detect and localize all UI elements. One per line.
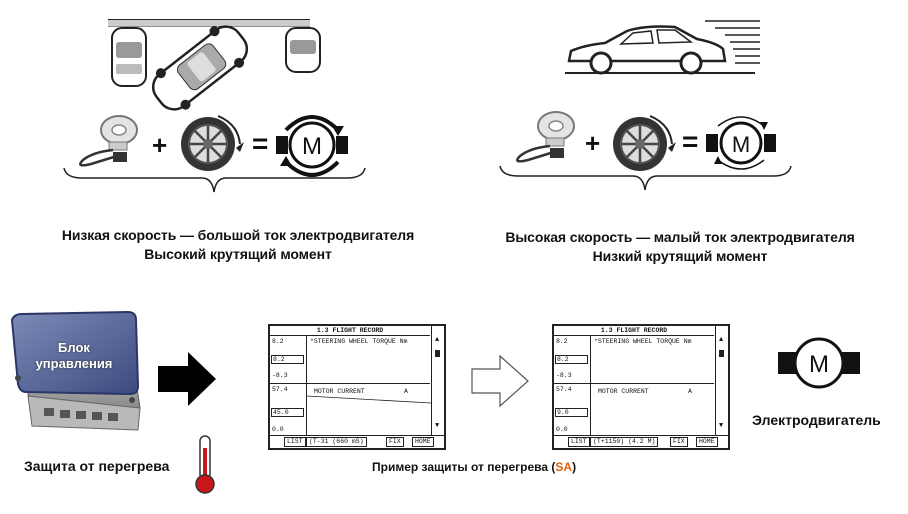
example-caption-prefix: Пример защиты от перегрева ( (372, 460, 556, 474)
brace-left (63, 167, 366, 193)
scroll-down-icon[interactable]: ▼ (435, 422, 440, 430)
ecu-unit-icon (10, 310, 141, 431)
arrow-outline-icon (471, 354, 529, 408)
brace-right (499, 165, 792, 191)
electric-motor-caption: Электродвигатель (752, 412, 881, 428)
screen2-row2-unit: A (688, 388, 692, 395)
moving-car-illustration (565, 20, 760, 75)
motor-letter-electric: M (809, 351, 829, 378)
scroll-up-icon[interactable]: ▲ (435, 336, 440, 344)
screen1-fix-button[interactable]: FIX (386, 437, 404, 447)
screen1-scrollbar[interactable]: ▲ ▼ (431, 326, 444, 436)
example-caption-highlight: SA (555, 460, 573, 474)
scroll-thumb[interactable] (719, 350, 724, 357)
motor-letter-right: M (732, 132, 750, 157)
arrow-solid-icon (158, 352, 216, 406)
caption-high-speed-line2: Низкий крутящий момент (592, 248, 768, 264)
screen1-row2-unit: A (404, 388, 408, 395)
scroll-thumb[interactable] (435, 350, 440, 357)
caption-high-speed-line1: Высокая скорость — малый ток электродвиг… (505, 229, 855, 245)
screen1-home-button[interactable]: HOME (412, 437, 434, 447)
motor-icon-electric: M (778, 337, 860, 389)
ecu-label-line2: управления (35, 356, 113, 371)
screen2-fix-button[interactable]: FIX (670, 437, 688, 447)
plus-sign-left: + (152, 130, 168, 160)
motor-letter-left: M (302, 133, 322, 160)
screen1-box1: 8.2 (271, 355, 304, 364)
caption-low-speed: Низкая скорость — большой ток электродви… (18, 226, 458, 264)
screen2-zero: 0.0 (556, 426, 568, 433)
screen1-row2-label: MOTOR CURRENT (314, 388, 365, 395)
motor-icon-small: M (706, 116, 776, 170)
screen1-row2-top: 57.4 (272, 386, 288, 393)
sensor-icon-left (79, 115, 138, 167)
speed-lines-icon (705, 20, 760, 64)
ecu-label-line1: Блок (58, 340, 90, 355)
wheel-icon-left (181, 115, 244, 171)
example-caption: Пример защиты от перегрева (SA) (372, 460, 576, 474)
ecu-label: Блок управления (26, 340, 122, 372)
screen2-scrollbar[interactable]: ▲ ▼ (715, 326, 728, 436)
screen1-row1-label: *STEERING WHEEL TORQUE Nm (310, 338, 408, 345)
screen2-list-button[interactable]: LIST (568, 437, 590, 447)
plus-sign-right: + (585, 128, 601, 158)
screen2-home-button[interactable]: HOME (696, 437, 718, 447)
flight-record-screen-2: 1.3 FLIGHT RECORD ▲ ▼ 8.2 *STEERING WHEE… (552, 324, 730, 450)
parked-car-left-icon (111, 27, 147, 87)
screen2-row1-label: *STEERING WHEEL TORQUE Nm (594, 338, 692, 345)
screen1-top-value: 8.2 (272, 338, 284, 345)
scroll-up-icon[interactable]: ▲ (719, 336, 724, 344)
screen2-title: 1.3 FLIGHT RECORD (600, 327, 668, 334)
parking-scene-illustration (108, 19, 321, 111)
screen2-neg-value: -8.3 (556, 372, 572, 379)
screen2-info-field: (T+1150) (4.2 M) (590, 437, 659, 447)
flight-record-screen-1: 1.3 FLIGHT RECORD ▲ ▼ 8.2 *STEERING WHEE… (268, 324, 446, 450)
screen2-row2-label: MOTOR CURRENT (598, 388, 649, 395)
example-caption-suffix: ) (572, 460, 577, 474)
screen2-row2-top: 57.4 (556, 386, 572, 393)
screen1-current-trace (307, 395, 431, 404)
parked-car-right-icon (285, 27, 321, 73)
caption-low-speed-line2: Высокий крутящий момент (144, 246, 332, 262)
scroll-down-icon[interactable]: ▼ (719, 422, 724, 430)
car-side-icon (567, 25, 727, 75)
screen1-info-field: (T-31 (660 mS) (306, 437, 367, 447)
equals-sign-left: = (252, 128, 269, 159)
screen2-box1: 8.2 (555, 355, 588, 364)
motor-icon-large: M (276, 115, 348, 177)
caption-low-speed-line1: Низкая скорость — большой ток электродви… (61, 227, 415, 243)
screen2-box2: 9.0 (555, 408, 588, 417)
screen2-top-value: 8.2 (556, 338, 568, 345)
screen1-list-button[interactable]: LIST (284, 437, 306, 447)
screen1-neg-value: -8.3 (272, 372, 288, 379)
screen1-title: 1.3 FLIGHT RECORD (316, 327, 384, 334)
caption-high-speed: Высокая скорость — малый ток электродвиг… (460, 228, 900, 266)
equals-sign-right: = (682, 126, 699, 157)
thermometer-icon (195, 435, 215, 494)
screen1-box2: 45.0 (271, 408, 304, 417)
maneuvering-car-icon (151, 25, 249, 111)
screen1-zero: 0.0 (272, 426, 284, 433)
wheel-icon-right (613, 115, 676, 171)
overheat-protection-caption: Защита от перегрева (24, 458, 170, 474)
sensor-icon-right (516, 111, 575, 163)
